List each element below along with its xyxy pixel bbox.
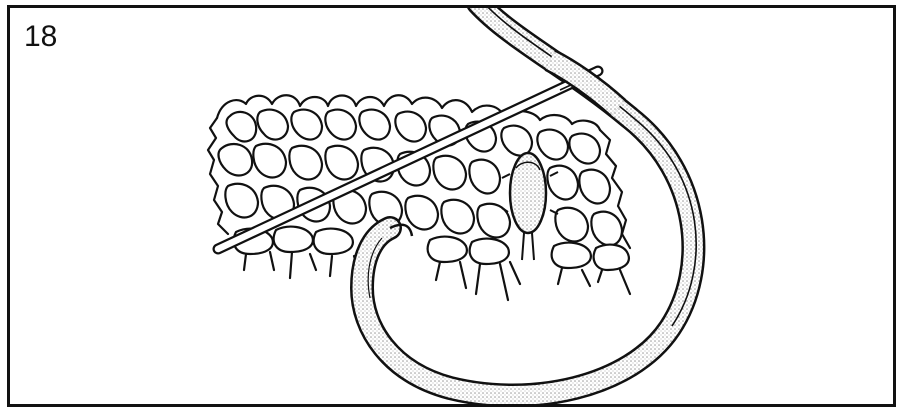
illustration-frame: 18: [7, 5, 896, 407]
knitted-fabric-icon: [208, 95, 630, 300]
knitting-stitch-illustration: [10, 8, 896, 407]
